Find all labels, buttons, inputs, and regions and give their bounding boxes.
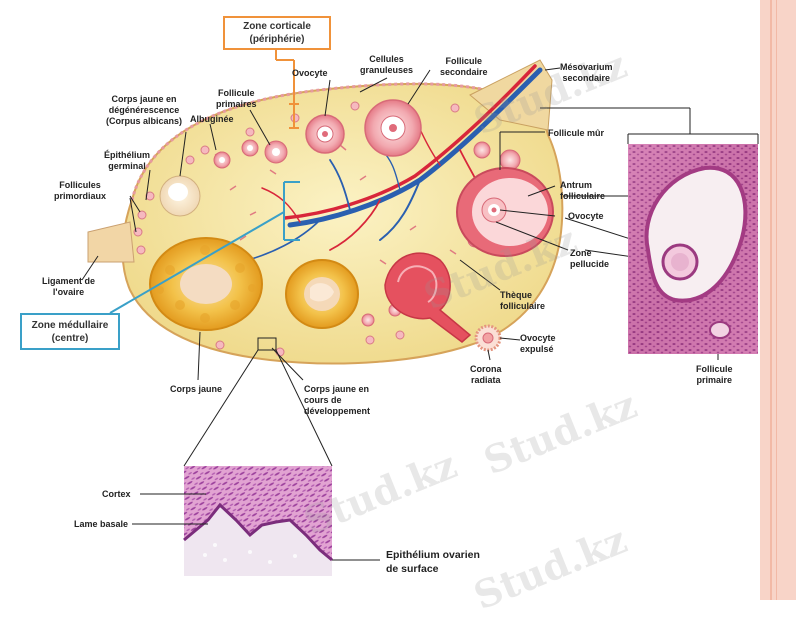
ovary-diagram	[81, 50, 759, 576]
zone-medullaire-box: Zone médullaire (centre)	[20, 313, 120, 350]
corpus-albicans	[159, 175, 201, 217]
developing-corpus-luteum	[285, 259, 359, 329]
label-theque: Thèque folliculaire	[500, 290, 546, 311]
histology-mature-follicle	[628, 144, 758, 354]
slide-right-border	[760, 0, 796, 600]
label-ovocyte-expulse: Ovocyte expulsé	[520, 333, 556, 354]
medullary-bracket	[109, 181, 300, 314]
label-lame-basale: Lame basale	[74, 519, 129, 529]
slide-border-line	[776, 0, 777, 600]
label-antrum: Antrum folliculaire	[560, 180, 606, 201]
label-corps-jaune-degen: Corps jaune en dégénérescence (Corpus al…	[106, 94, 183, 126]
zone-corticale-box: Zone corticale (périphérie)	[223, 16, 331, 50]
cortex-leader-lines	[132, 493, 380, 561]
label-epithelium-ovarien: Epithélium ovarien de surface	[386, 549, 480, 575]
growing-follicle	[305, 114, 345, 154]
mature-follicle	[456, 167, 554, 257]
label-cortex: Cortex	[102, 489, 131, 499]
histology-cortex	[183, 466, 333, 576]
label-follicule-primaires: Follicule primaires	[216, 88, 257, 109]
label-follicule-secondaire: Follicule secondaire	[440, 56, 488, 77]
label-corps-jaune-dev: Corps jaune en cours de développement	[304, 384, 371, 416]
label-corps-jaune: Corps jaune	[170, 384, 223, 394]
label-follicule-mur: Follicule mûr	[548, 128, 605, 138]
secondary-follicle	[364, 99, 422, 157]
label-corona: Corona radiata	[470, 364, 502, 385]
label-ovocyte-top: Ovocyte	[292, 68, 328, 78]
label-follicule-primaire: Follicule primaire	[696, 364, 733, 385]
label-epithelium-germinal: Épithélium germinal	[104, 150, 151, 171]
label-albuginee: Albuginée	[190, 114, 234, 124]
primary-follicles	[213, 139, 288, 169]
label-mesovarium: Mésovarium secondaire	[560, 62, 613, 83]
slide-left-margin	[0, 0, 14, 600]
label-zone-pellucide: Zone pellucide	[570, 248, 610, 269]
label-ovocyte-right: Ovocyte	[568, 211, 604, 221]
label-ligament: Ligament de l'ovaire	[42, 276, 96, 297]
blood-vessels	[239, 64, 543, 263]
leader-lines	[81, 67, 719, 381]
label-follicules-primordiaux: Follicules primordiaux	[54, 180, 107, 201]
expelled-oocyte	[474, 324, 502, 352]
histology-bracket	[540, 107, 759, 144]
slide-border-line	[770, 0, 772, 600]
label-cellules-granuleuses: Cellules granuleuses	[360, 54, 414, 75]
ligament-shape	[87, 221, 135, 263]
corpus-luteum	[149, 237, 263, 331]
ruptured-follicle	[384, 252, 472, 343]
zoom-lines	[183, 337, 333, 467]
cortical-bracket	[275, 50, 299, 129]
